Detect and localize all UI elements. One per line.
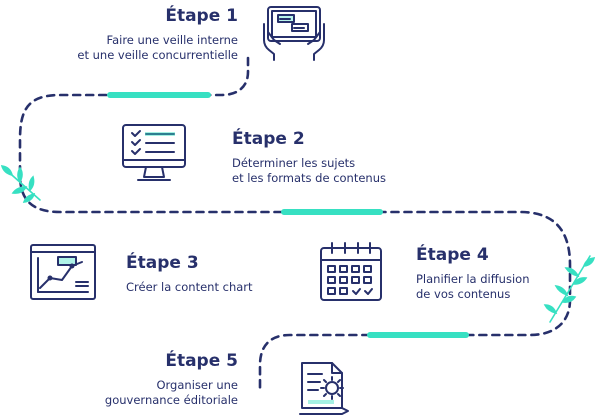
- step-1: Étape 1 Faire une veille interne et une …: [40, 6, 238, 63]
- step-5-description-line2: gouvernance éditoriale: [104, 393, 238, 407]
- step-3-title: Étape 3: [126, 253, 199, 273]
- step-2: Étape 2 Déterminer les sujets et les for…: [232, 129, 386, 186]
- step-3: Étape 3 Créer la content chart: [126, 253, 253, 295]
- step-5-title: Étape 5: [165, 351, 238, 371]
- document-gear-icon: [299, 362, 349, 415]
- leaf-branch-left-icon: [0, 165, 41, 203]
- checklist-monitor-icon: [122, 124, 186, 181]
- step-5: Étape 5 Organiser une gouvernance éditor…: [40, 351, 238, 408]
- step-2-description-line2: et les formats de contenus: [232, 171, 387, 185]
- step-4-description-line1: Planifier la diffusion: [416, 272, 530, 286]
- step-1-description-line2: et une veille concurrentielle: [77, 48, 238, 62]
- step-3-description-line1: Créer la content chart: [126, 280, 253, 294]
- step-2-title: Étape 2: [232, 129, 305, 149]
- calendar-icon: [320, 242, 382, 301]
- step-4-description-line2: de vos contenus: [416, 287, 511, 301]
- dashed-path-segment-1: [18, 56, 572, 394]
- content-chart-icon: [30, 244, 96, 300]
- step-1-title: Étape 1: [165, 6, 238, 26]
- step-4-title: Étape 4: [416, 245, 489, 265]
- tablet-hands-icon: [263, 6, 325, 61]
- leaf-branch-right-icon: [543, 255, 596, 323]
- step-4: Étape 4 Planifier la diffusion de vos co…: [416, 245, 529, 302]
- step-2-description-line1: Déterminer les sujets: [232, 156, 356, 170]
- step-5-description-line1: Organiser une: [156, 378, 238, 392]
- step-1-description-line1: Faire une veille interne: [106, 33, 238, 47]
